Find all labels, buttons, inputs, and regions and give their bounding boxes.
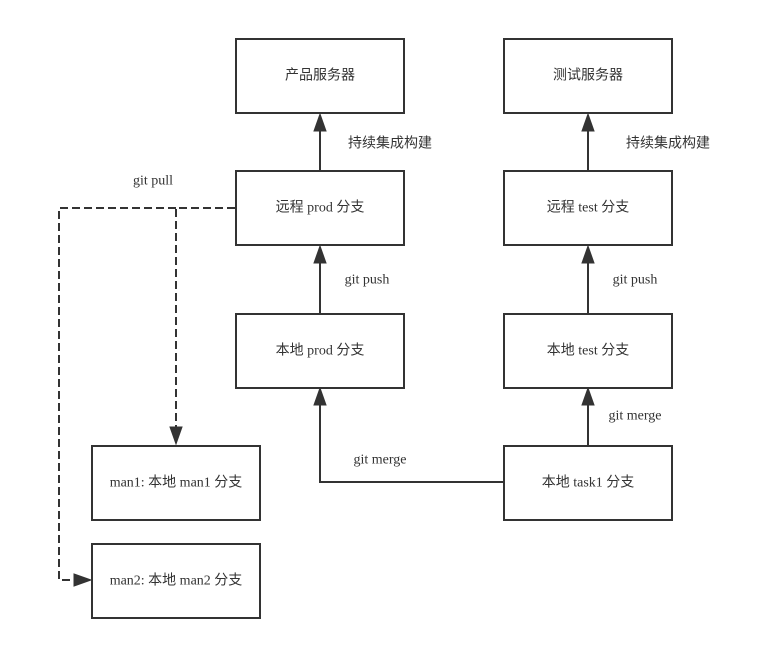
edge-label-merge-test: git merge [608, 409, 661, 424]
edge-merge-test [581, 386, 595, 445]
node-prod-server: 产品服务器 [235, 38, 405, 114]
node-local-prod: 本地 prod 分支 [235, 313, 405, 389]
edge-label-ci-prod: 持续集成构建 [348, 135, 432, 152]
arrow-head-ci-prod [313, 112, 327, 132]
node-label-remote-test: 远程 test 分支 [547, 200, 629, 216]
arrow-head-merge-test [581, 386, 595, 406]
node-man1: man1: 本地 man1 分支 [91, 445, 261, 521]
node-task1: 本地 task1 分支 [503, 445, 673, 521]
edge-label-pull: git pull [133, 174, 173, 189]
node-remote-test: 远程 test 分支 [503, 170, 673, 246]
arrow-head-push-prod [313, 244, 327, 264]
node-label-remote-prod: 远程 prod 分支 [276, 200, 365, 216]
edge-label-merge-prod: git merge [353, 453, 406, 468]
edge-label-push-prod: git push [345, 273, 390, 288]
arrow-head-pull-man2 [73, 573, 93, 587]
node-label-man1: man1: 本地 man1 分支 [110, 475, 243, 491]
arrow-head-push-test [581, 244, 595, 264]
node-label-man2: man2: 本地 man2 分支 [110, 573, 243, 589]
node-label-task1: 本地 task1 分支 [542, 475, 635, 491]
edge-push-test [581, 244, 595, 313]
node-label-local-test: 本地 test 分支 [547, 343, 629, 359]
node-label-test-server: 测试服务器 [553, 68, 623, 84]
arrow-head-pull-man1 [169, 426, 183, 446]
edge-push-prod [313, 244, 327, 313]
edge-pull [58, 207, 235, 587]
node-remote-prod: 远程 prod 分支 [235, 170, 405, 246]
edge-ci-prod [313, 112, 327, 170]
node-label-local-prod: 本地 prod 分支 [276, 343, 365, 359]
node-label-prod-server: 产品服务器 [285, 68, 355, 84]
edge-label-ci-test: 持续集成构建 [626, 135, 710, 152]
node-man2: man2: 本地 man2 分支 [91, 543, 261, 619]
edge-ci-test [581, 112, 595, 170]
edge-merge-prod [313, 386, 503, 483]
node-test-server: 测试服务器 [503, 38, 673, 114]
edge-label-push-test: git push [613, 273, 658, 288]
arrow-head-ci-test [581, 112, 595, 132]
arrow-head-merge-prod [313, 386, 327, 406]
node-local-test: 本地 test 分支 [503, 313, 673, 389]
